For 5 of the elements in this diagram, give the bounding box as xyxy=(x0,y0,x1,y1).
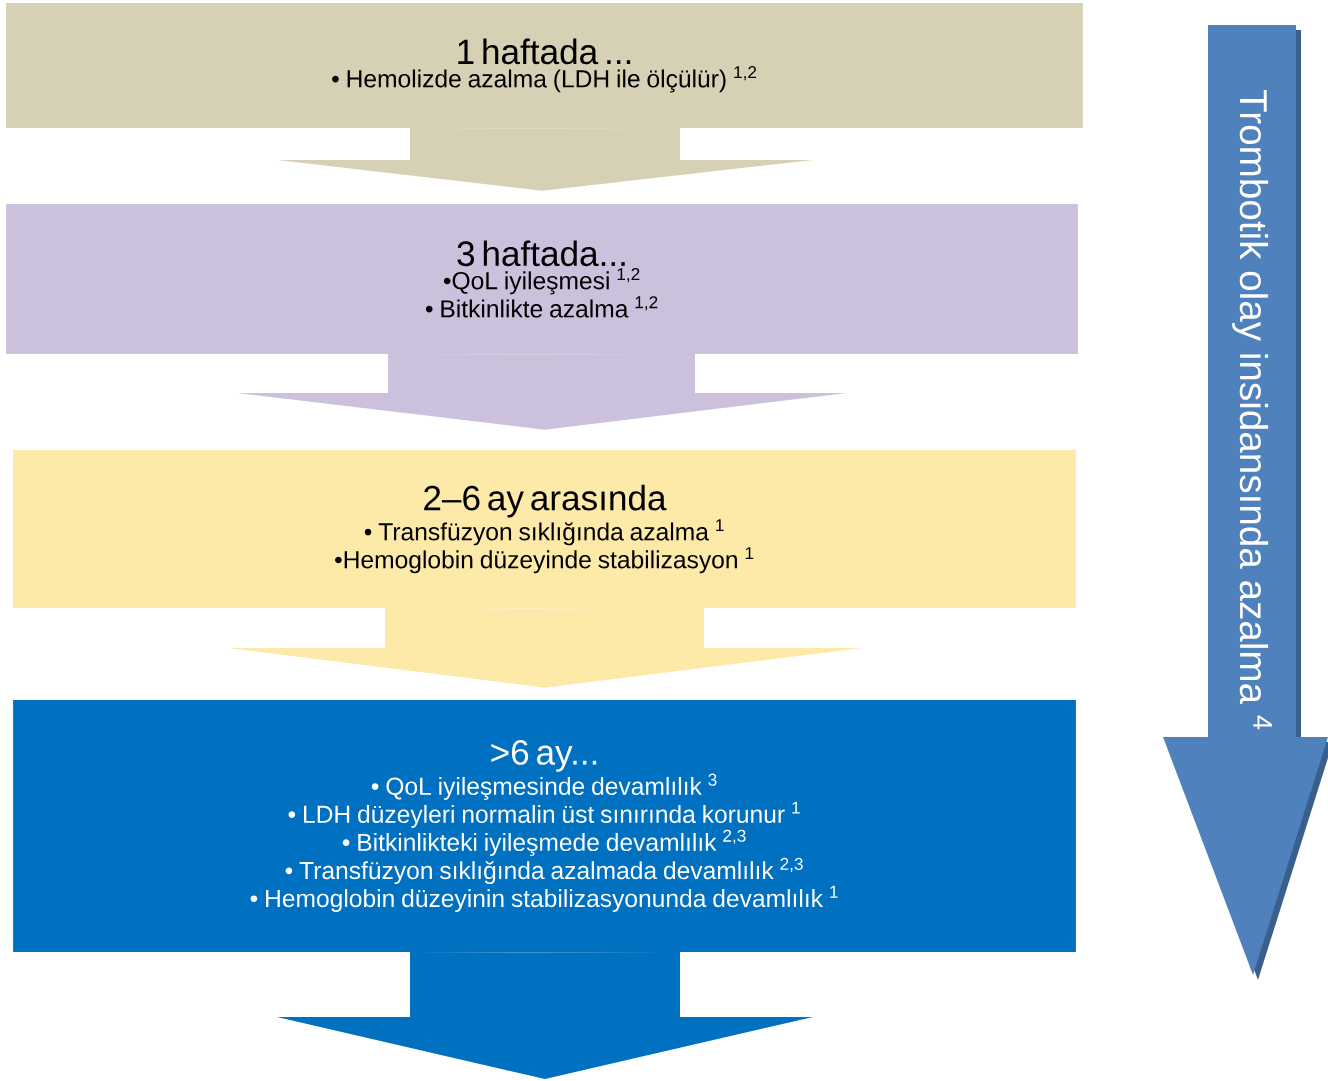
step-box: 3 haftada... •QoL iyileşmesi $^{1,2}$ • Bitkinlikte azalma $^{1,2}$ xyxy=(6,204,1078,354)
step-box: 2–6 ay arasında • Transfüzyon sıklığında azalma $^{1}$ •Hemoglobin düzeyinde stabilizasyon $^{1}$ xyxy=(13,450,1076,608)
step-box: 1 haftada ... • Hemolizde azalma (LDH ile ölçülür) $^{1,2}$ xyxy=(6,3,1083,128)
block-arrow xyxy=(277,952,813,1079)
step-box: >6 ay... • QoL iyileşmesinde devamlılık $^{3}$ • LDH düzeyleri normalin üst sınırında korunur $^{1}$ • Bitkinlikteki iyileşmede devamlılık $^{2,3}$ • Transfüzyon sıklığında azalmada devamlılık $^{2,3}$ • Hemoglobin düzeyinin stabilizasyonunda devamlılık $^{1}$ xyxy=(13,700,1076,952)
